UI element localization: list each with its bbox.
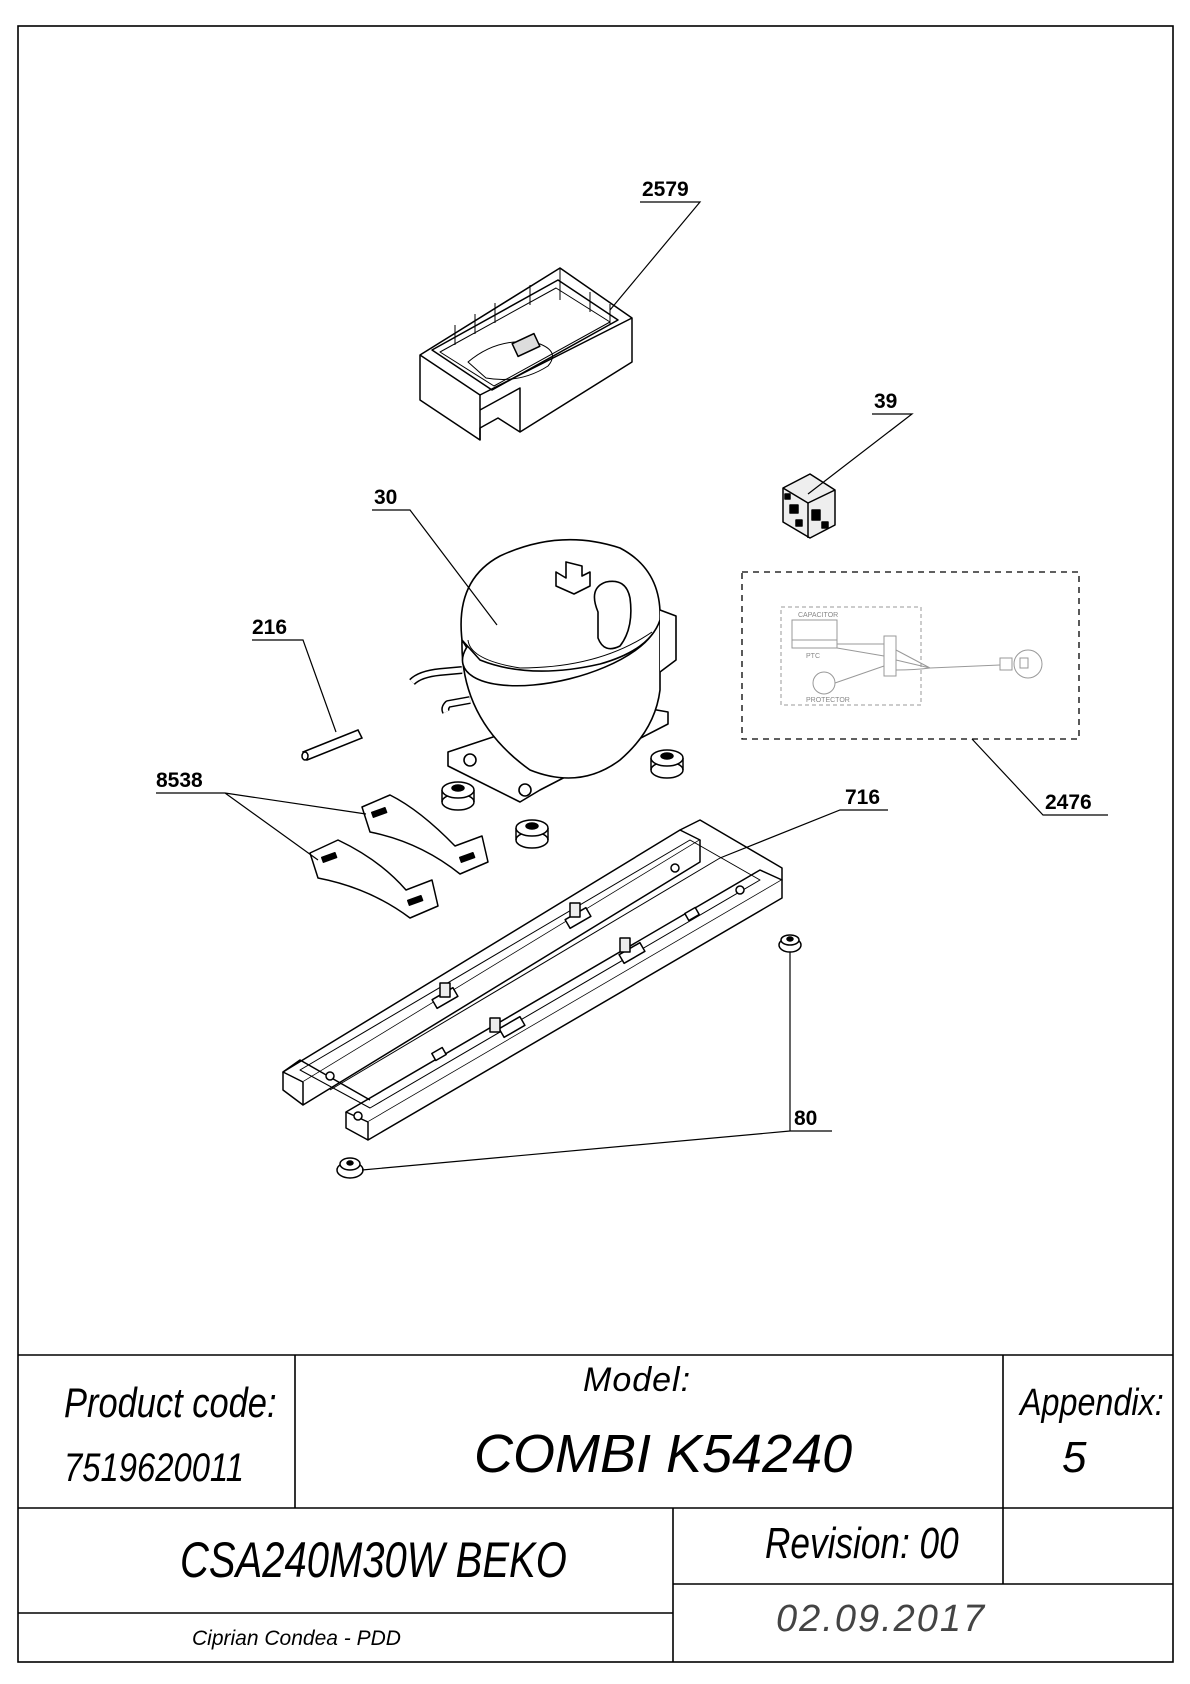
- product-code-label: Product code:: [64, 1379, 277, 1426]
- part-2579-tray: [419, 267, 633, 441]
- product-code-value: 7519620011: [64, 1446, 244, 1490]
- grommet-a: [650, 749, 684, 779]
- capacitor-label: CAPACITOR: [798, 612, 838, 619]
- drawing-frame: [17, 25, 1174, 1663]
- part-716-rails: [282, 819, 783, 1141]
- label-216: 216: [252, 616, 287, 639]
- part-labels: 2579 39 30 216 8538 716 2476 80: [156, 178, 1092, 1130]
- grommet-c: [515, 819, 549, 849]
- protector-label: PROTECTOR: [806, 697, 850, 704]
- label-716: 716: [845, 786, 880, 809]
- label-39: 39: [874, 390, 897, 413]
- grommet-b: [441, 781, 475, 811]
- model-label: Model:: [583, 1361, 692, 1399]
- revision: Revision: 00: [765, 1519, 959, 1568]
- date: 02.09.2017: [776, 1598, 987, 1640]
- appendix-value: 5: [1062, 1433, 1087, 1482]
- label-80: 80: [794, 1107, 817, 1130]
- part-2476-wiring-harness: CAPACITOR PTC PROTECTOR: [741, 571, 1080, 740]
- ptc-label: PTC: [806, 653, 820, 660]
- compressor-model: CSA240M30W BEKO: [180, 1532, 567, 1588]
- leader-lines: [156, 201, 1108, 1171]
- label-2476: 2476: [1045, 791, 1092, 814]
- part-39-relay: [782, 473, 836, 539]
- part-80-washers: [336, 934, 802, 1179]
- part-216-pin: [301, 729, 364, 761]
- label-30: 30: [374, 486, 397, 509]
- washer-b: [336, 1157, 364, 1179]
- model-value: COMBI K54240: [474, 1424, 853, 1484]
- washer-a: [778, 934, 802, 953]
- label-2579: 2579: [642, 178, 689, 201]
- author: Ciprian Condea - PDD: [192, 1627, 401, 1650]
- part-30-compressor: [409, 538, 677, 803]
- part-8538-plates: [309, 794, 489, 919]
- title-block-grid: [18, 1354, 1173, 1662]
- grommets: [441, 749, 684, 849]
- label-8538: 8538: [156, 769, 203, 792]
- appendix-label: Appendix:: [1020, 1382, 1164, 1424]
